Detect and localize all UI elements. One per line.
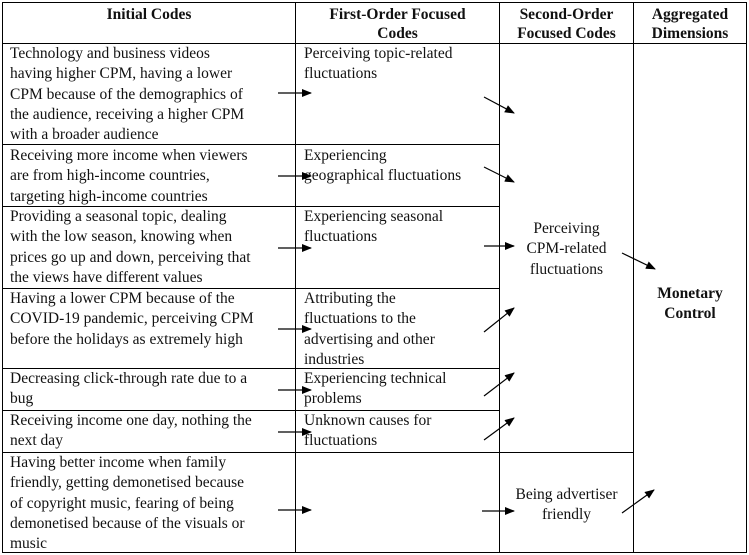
row-7-first-cell [295,452,500,553]
row-1-initial-text: Technology and business videos having hi… [10,45,245,144]
arrow-first-5-to-second [483,372,515,397]
header-cell-aggregated [633,2,747,44]
arrow-advertiser-to-monetary [621,489,655,514]
header-second-order-codes: Second-Order Focused Codes [517,6,616,42]
arrow-cpm-to-monetary [621,252,656,270]
row-1-first-text: Perceiving topic-related fluctuations [304,45,453,83]
aggregated-monetary-control-text: Monetary Control [657,285,723,323]
row-3-initial-cell [2,206,296,289]
second-order-cpm-text: Perceiving CPM-related fluctuations [526,220,607,278]
aggregated-cell [633,43,747,553]
row-7-initial-cell [2,452,296,553]
row-7-initial-text: Having better income when family friendl… [10,454,245,553]
second-order-advertiser-text: Being advertiser friendly [515,486,618,524]
header-initial-codes: Initial Codes [106,6,192,23]
second-order-advertiser-cell [499,452,634,553]
row-4-initial-cell [2,288,296,369]
header-first-order-codes: First-Order Focused Codes [329,6,466,42]
row-6-initial-text: Receiving income one day, nothing the ne… [10,412,252,450]
header-aggregated-dimensions: Aggregated Dimensions [651,6,729,42]
row-5-first-text: Experiencing technical problems [304,370,447,408]
row-1-first-cell [295,43,500,145]
row-4-first-text: Attributing the fluctuations to the adve… [304,290,435,368]
row-6-initial-cell [2,410,296,453]
row-6-first-text: Unknown causes for fluctuations [304,412,432,450]
row-4-initial-text: Having a lower CPM because of the COVID-… [10,290,254,348]
row-2-initial-cell [2,144,296,207]
header-cell-initial [2,2,296,44]
row-2-first-text: Experiencing geographical fluctuations [304,147,462,185]
arrow-first-1-to-second [483,96,515,114]
row-3-first-cell [295,206,500,289]
second-order-cpm-cell [499,43,634,453]
row-2-initial-text: Receiving more income when viewers are f… [10,147,248,205]
row-3-initial-text: Providing a seasonal topic, dealing with… [10,208,251,286]
arrow-first-4-to-second [483,307,515,333]
row-3-first-text: Experiencing seasonal fluctuations [304,208,444,246]
row-5-initial-text: Decreasing click-through rate due to a b… [10,370,248,408]
header-cell-first [295,2,500,44]
arrow-first-6-to-second [483,417,515,441]
arrow-first-2-to-second [483,166,515,183]
row-6-first-cell [295,410,500,453]
